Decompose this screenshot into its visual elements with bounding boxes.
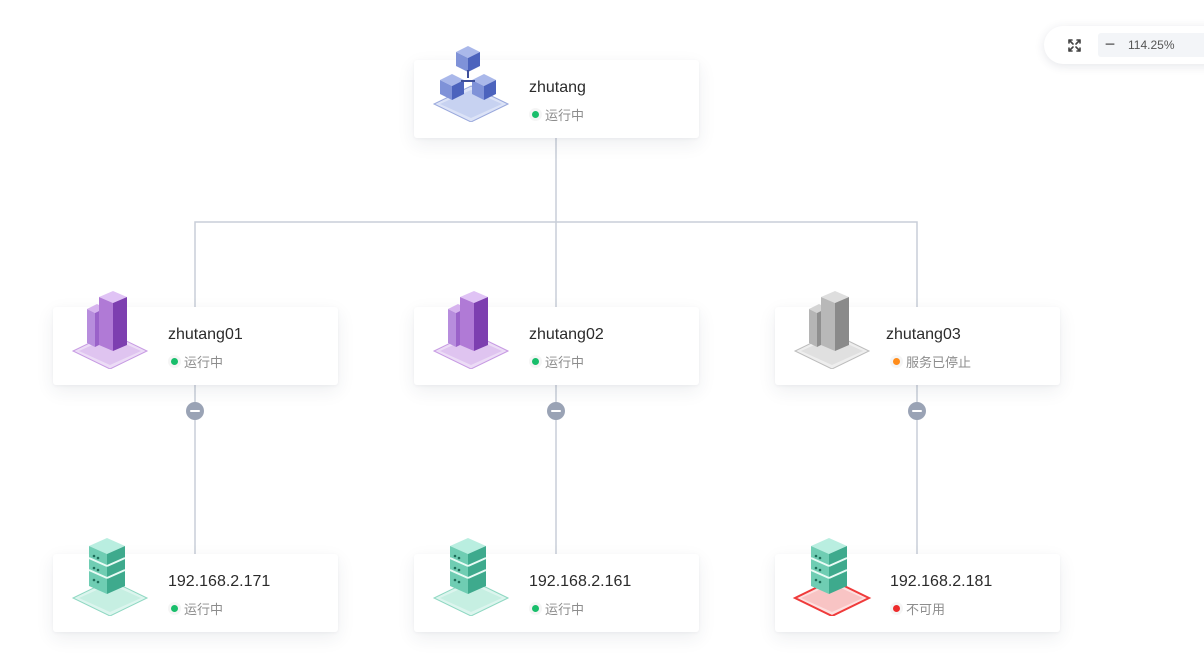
red-server-icon xyxy=(792,538,872,616)
node-title: zhutang01 xyxy=(168,326,243,343)
server-node-card[interactable]: 192.168.2.181 不可用 xyxy=(775,538,1060,632)
node-title: 192.168.2.161 xyxy=(529,573,632,590)
instance-node-card[interactable]: zhutang01 运行中 xyxy=(53,291,338,385)
collapse-button[interactable] xyxy=(186,402,204,420)
node-title: zhutang03 xyxy=(886,326,961,343)
zoom-control: − 114.25% + xyxy=(1098,33,1204,57)
status-text: 服务已停止 xyxy=(906,355,972,370)
status-dot xyxy=(171,605,178,612)
status-text: 运行中 xyxy=(184,355,224,370)
status-dot xyxy=(893,358,900,365)
node-status: 运行中 xyxy=(171,599,223,618)
root-node-card[interactable]: zhutang 运行中 xyxy=(414,46,699,138)
purple-buildings-icon xyxy=(432,291,510,369)
status-text: 运行中 xyxy=(545,355,585,370)
status-text: 运行中 xyxy=(184,602,224,617)
node-status: 运行中 xyxy=(532,105,584,124)
node-title: 192.168.2.171 xyxy=(168,573,271,590)
green-server-icon xyxy=(71,538,149,616)
fit-screen-icon[interactable] xyxy=(1066,37,1083,54)
status-dot xyxy=(532,605,539,612)
status-text: 运行中 xyxy=(545,108,585,123)
gray-buildings-icon xyxy=(793,291,871,369)
collapse-button[interactable] xyxy=(547,402,565,420)
status-dot xyxy=(171,358,178,365)
status-dot xyxy=(893,605,900,612)
status-dot xyxy=(532,111,539,118)
node-status: 运行中 xyxy=(171,352,223,371)
zoom-toolbar: − 114.25% + xyxy=(1044,26,1204,64)
collapse-button[interactable] xyxy=(908,402,926,420)
status-dot xyxy=(532,358,539,365)
node-status: 运行中 xyxy=(532,352,584,371)
zoom-level: 114.25% xyxy=(1128,38,1175,52)
purple-buildings-icon xyxy=(71,291,149,369)
green-server-icon xyxy=(432,538,510,616)
node-status: 运行中 xyxy=(532,599,584,618)
node-status: 不可用 xyxy=(893,599,945,618)
instance-node-card[interactable]: zhutang02 运行中 xyxy=(414,291,699,385)
server-node-card[interactable]: 192.168.2.171 运行中 xyxy=(53,538,338,632)
node-title: zhutang02 xyxy=(529,326,604,343)
server-node-card[interactable]: 192.168.2.161 运行中 xyxy=(414,538,699,632)
instance-node-card[interactable]: zhutang03 服务已停止 xyxy=(775,291,1060,385)
status-text: 不可用 xyxy=(906,602,946,617)
node-title: 192.168.2.181 xyxy=(890,573,993,590)
zoom-out-button[interactable]: − xyxy=(1104,34,1116,54)
node-title: zhutang xyxy=(529,79,586,96)
status-text: 运行中 xyxy=(545,602,585,617)
cluster-cubes-icon xyxy=(432,46,510,122)
node-status: 服务已停止 xyxy=(893,352,971,371)
